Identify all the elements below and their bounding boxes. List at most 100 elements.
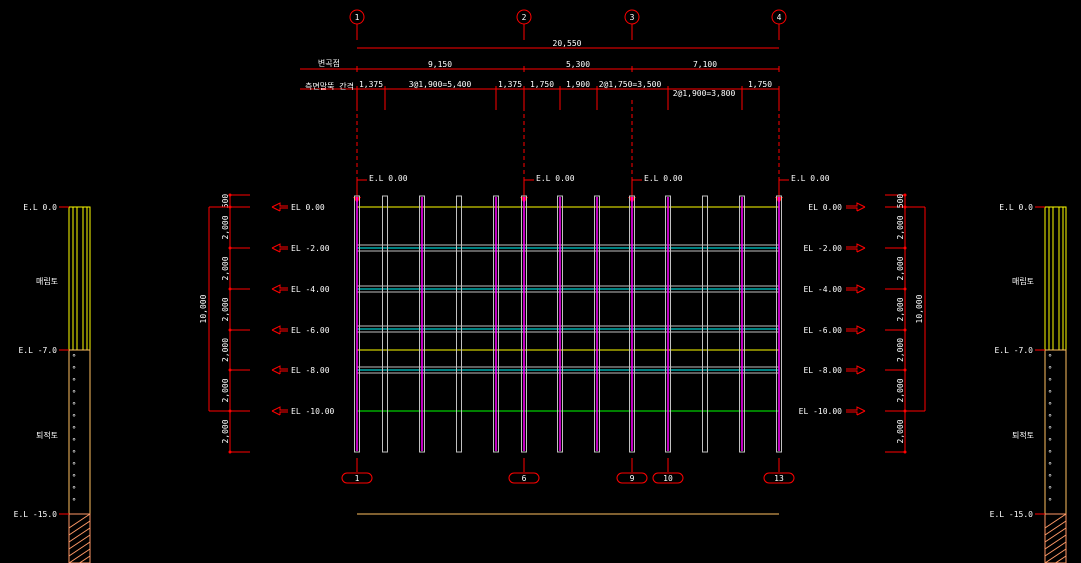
dim-row2-value: 9,150 (428, 60, 452, 69)
elevation-arrow-icon (846, 325, 866, 335)
side-dim-value: 2,000 (896, 256, 905, 280)
rock-hatch (68, 548, 91, 563)
pile (776, 195, 782, 453)
dim-dot (903, 287, 907, 291)
row3-label: 측면말뚝 간격 (305, 81, 354, 91)
pile-tag (508, 472, 540, 484)
dim-dot (228, 287, 232, 291)
pile-tag-label: 13 (774, 474, 784, 483)
sediment-dot: ° (1048, 413, 1053, 422)
sediment-dot: ° (72, 485, 77, 494)
soil-layer-label: 매립토 (1012, 277, 1034, 286)
rock-hatch (1044, 520, 1067, 536)
elevation-label: EL -8.00 (291, 366, 330, 375)
sediment-dot: ° (1048, 389, 1053, 398)
elevation-label: EL -6.00 (291, 326, 330, 335)
elevation-label: EL -2.00 (803, 244, 842, 253)
elevation-label: EL 0.00 (808, 203, 842, 212)
dim-row2-value: 5,300 (566, 60, 590, 69)
side-dim-value: 2,000 (896, 297, 905, 321)
elevation-arrow-icon (846, 243, 866, 253)
elevation-arrow-icon (846, 202, 866, 212)
sediment-dot: ° (72, 461, 77, 470)
elevation-label: EL -10.00 (799, 407, 843, 416)
soil-el-label: E.L -7.0 (18, 346, 57, 355)
side-dim-value: 500 (221, 194, 230, 209)
pile-tag (616, 472, 648, 484)
rock-hatch (1044, 548, 1067, 563)
rock-hatch (1054, 555, 1067, 563)
elevation-arrow-icon (271, 365, 288, 375)
dim-row3-value: 1,375 (359, 80, 383, 89)
dim-dot (903, 193, 907, 197)
dim-dot (903, 328, 907, 332)
dim-dot (228, 246, 232, 250)
grid-bubble-label: 4 (777, 13, 782, 22)
pile (739, 195, 745, 453)
sediment-dot: ° (1048, 353, 1053, 362)
dim-dot (903, 246, 907, 250)
side-dim-value: 2,000 (221, 215, 230, 239)
elevation-arrow-icon (271, 325, 288, 335)
elevation-label: EL -2.00 (291, 244, 330, 253)
side-total-value: 10,000 (915, 294, 924, 323)
pile (456, 195, 462, 453)
rock-hatch (68, 541, 91, 557)
rock-hatch (1044, 513, 1067, 529)
rock-hatch (1044, 527, 1067, 543)
sediment-dot: ° (1048, 425, 1053, 434)
sediment-dot: ° (72, 449, 77, 458)
side-dim-value: 2,000 (896, 215, 905, 239)
pile (594, 195, 600, 453)
grid-bubble-label: 1 (355, 13, 360, 22)
elevation-label: EL -8.00 (803, 366, 842, 375)
dim-row3-value: 2@1,750=3,500 (599, 80, 662, 89)
sediment-dot: ° (72, 377, 77, 386)
top-el-label: E.L 0.00 (644, 174, 683, 183)
sediment-dot: ° (1048, 401, 1053, 410)
sediment-dot: ° (1048, 449, 1053, 458)
dim-row3-value: 1,750 (748, 80, 772, 89)
sediment-dot: ° (72, 365, 77, 374)
pile (521, 195, 527, 453)
rock-hatch (68, 534, 91, 550)
dim-dot (228, 328, 232, 332)
sediment-dot: ° (1048, 461, 1053, 470)
soil-el-label: E.L -15.0 (14, 510, 58, 519)
soil-layer-label: 퇴적토 (36, 430, 58, 440)
dim-dot (228, 368, 232, 372)
pile (493, 195, 499, 453)
row2-label: 변곡점 (318, 58, 340, 68)
sediment-dot: ° (1048, 485, 1053, 494)
side-dim-value: 2,000 (221, 338, 230, 362)
sediment-dot: ° (72, 425, 77, 434)
side-dim-value: 2,000 (221, 297, 230, 321)
pile (702, 195, 708, 453)
pile-tag-label: 1 (355, 474, 360, 483)
soil-layer-label: 매립토 (36, 277, 58, 286)
elevation-arrow-icon (846, 365, 866, 375)
sediment-dot: ° (1048, 377, 1053, 386)
rock-hatch (78, 555, 91, 563)
sediment-dot: ° (72, 437, 77, 446)
pile (665, 195, 671, 453)
pile (629, 195, 635, 453)
dim-row2-value: 7,100 (693, 60, 717, 69)
sediment-dot: ° (1048, 497, 1053, 506)
rock-hatch (68, 527, 91, 543)
sediment-dot: ° (72, 353, 77, 362)
elevation-arrow-icon (271, 243, 288, 253)
dim-dot (228, 193, 232, 197)
rock-hatch (68, 520, 91, 536)
sediment-dot: ° (72, 413, 77, 422)
pile (382, 195, 388, 453)
dim-row3-value: 2@1,900=3,800 (673, 89, 736, 98)
pile-tag (763, 472, 795, 484)
grid-bubble-label: 2 (522, 13, 527, 22)
sediment-dot: ° (1048, 473, 1053, 482)
soil-el-label: E.L 0.0 (23, 203, 57, 212)
pile-tag-label: 9 (630, 474, 635, 483)
sediment-dot: ° (72, 389, 77, 398)
side-dim-value: 2,000 (896, 419, 905, 443)
